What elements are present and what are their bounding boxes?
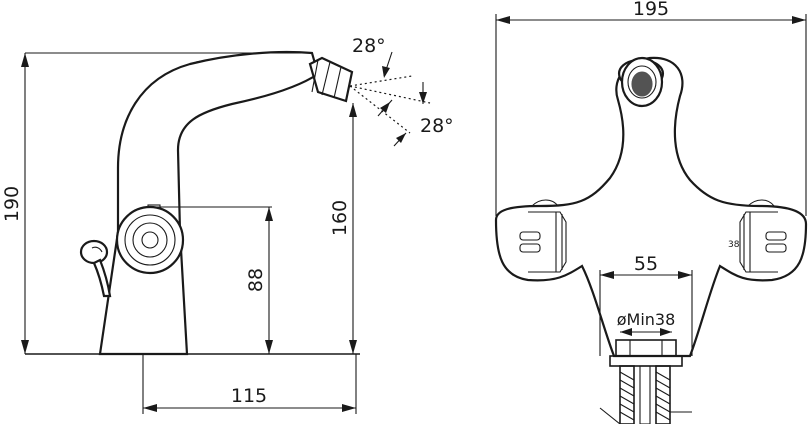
front-view: 38 195 55 øMin38 bbox=[494, 0, 808, 424]
left-valve bbox=[519, 199, 567, 273]
dim-55-label: 55 bbox=[634, 253, 658, 275]
aerator-nozzle bbox=[308, 56, 354, 103]
dim-115-label: 115 bbox=[231, 385, 267, 407]
dim-160-label: 160 bbox=[329, 200, 351, 236]
mounting-base: 55 øMin38 bbox=[599, 253, 693, 424]
dim-190-label: 190 bbox=[1, 186, 23, 222]
dim-190: 190 bbox=[1, 52, 310, 354]
lever-handle bbox=[79, 239, 112, 298]
cartridge-knob bbox=[115, 204, 185, 275]
dim-88-label: 88 bbox=[245, 268, 267, 292]
dim-115: 115 bbox=[142, 354, 357, 414]
dim-min38-label: øMin38 bbox=[617, 310, 676, 329]
right-valve: 38 bbox=[728, 199, 787, 273]
angle-top-label: 28° bbox=[352, 35, 386, 57]
front-nozzle bbox=[618, 56, 664, 108]
dim-195-label: 195 bbox=[633, 0, 669, 20]
faucet-front-body bbox=[494, 56, 808, 358]
dim-88: 88 bbox=[150, 206, 273, 354]
angle-dims: 28° 28° bbox=[349, 35, 454, 147]
dim-160: 160 bbox=[329, 103, 357, 354]
dim-195: 195 bbox=[495, 0, 807, 216]
angle-bottom-label: 28° bbox=[420, 115, 454, 137]
side-view: 190 160 88 115 bbox=[1, 35, 454, 414]
faucet-side-body bbox=[98, 50, 320, 356]
valve-mark-label: 38 bbox=[728, 240, 740, 250]
